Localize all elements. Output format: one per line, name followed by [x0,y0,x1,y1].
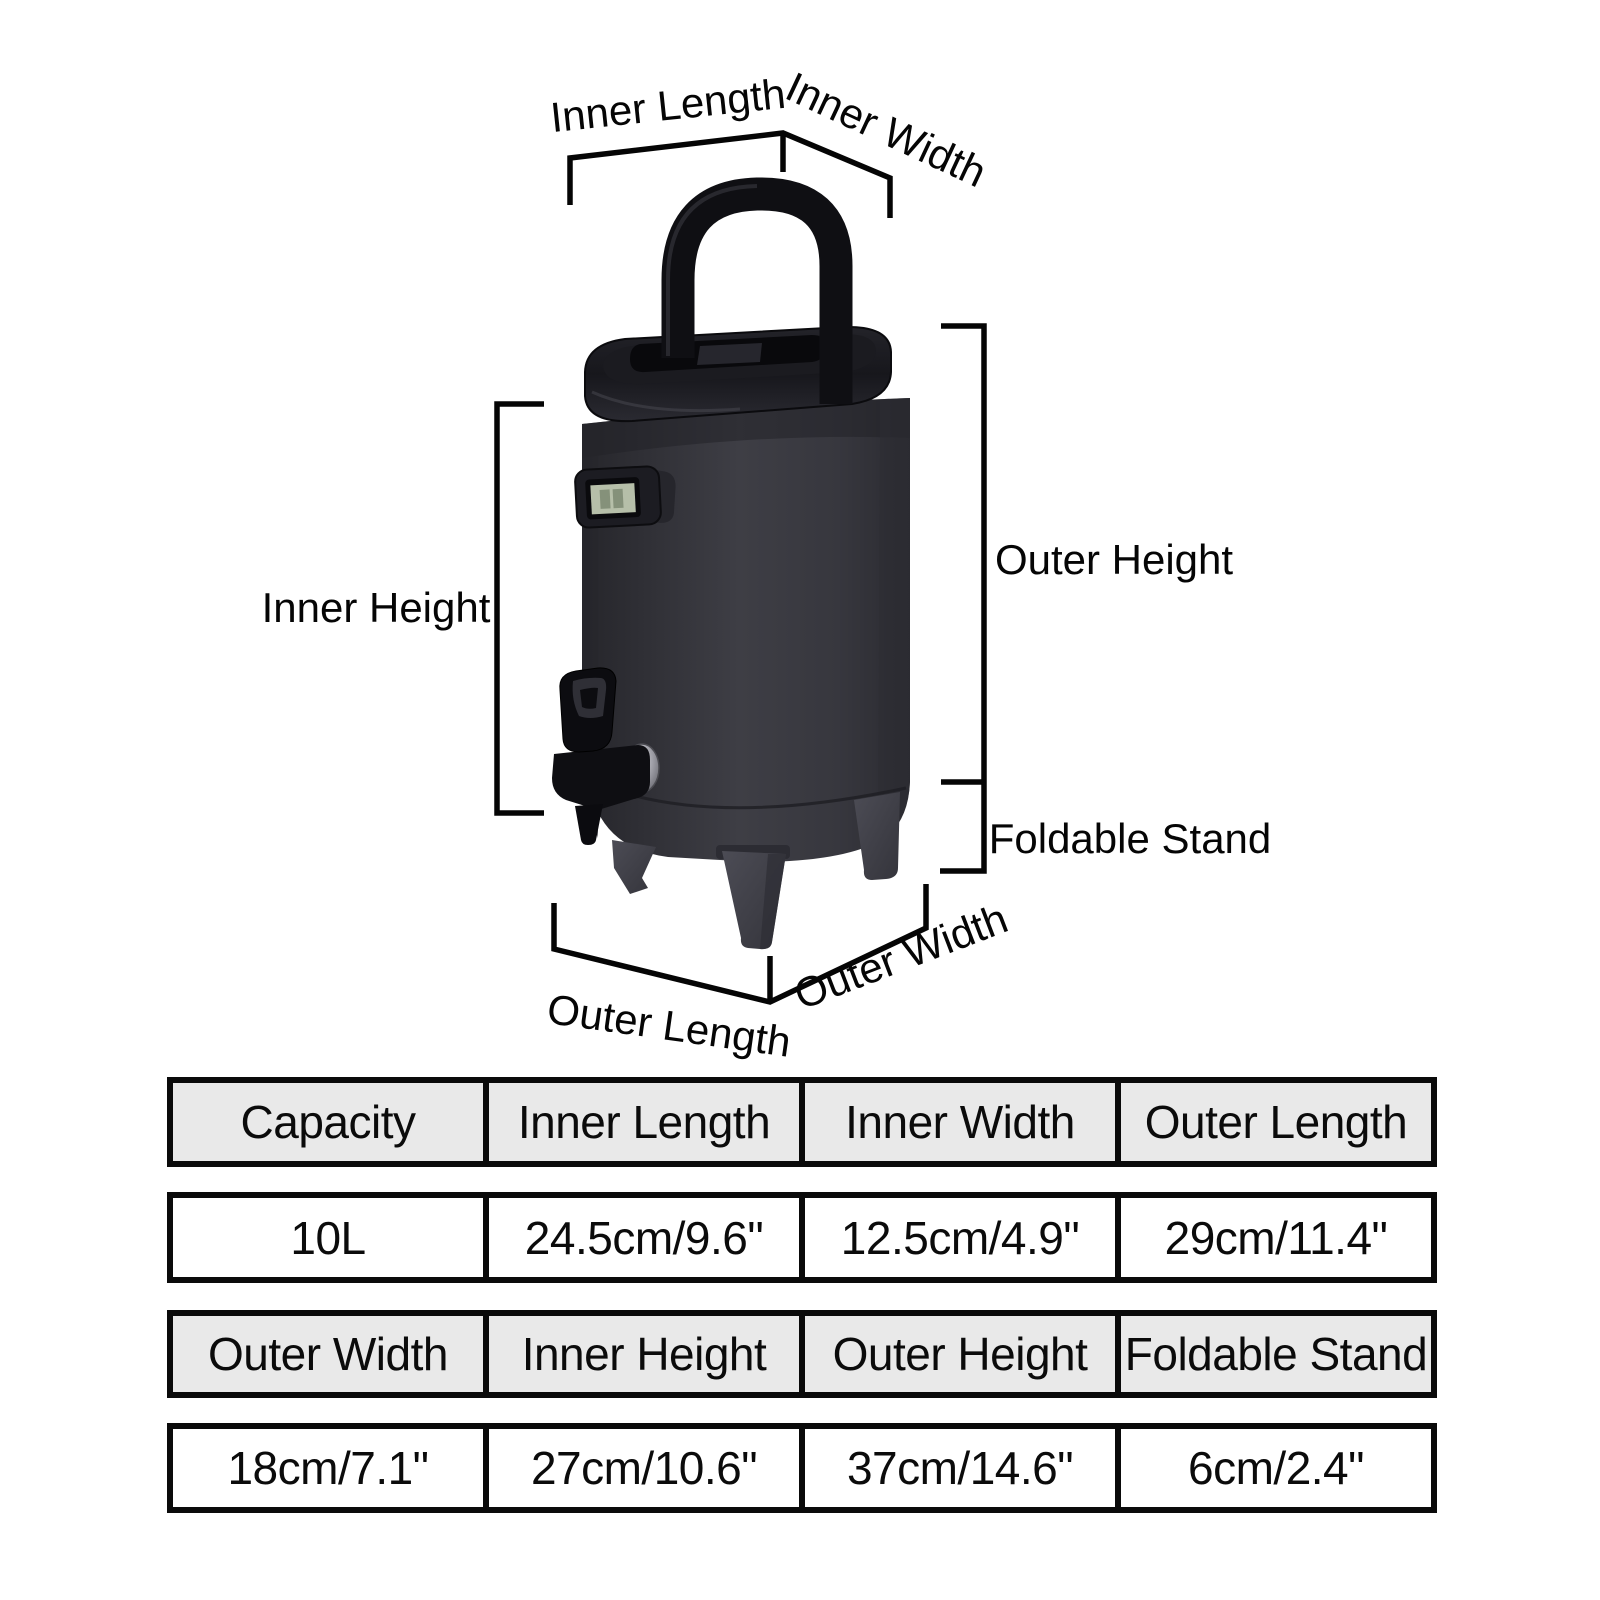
handle-arch-highlight [666,184,758,356]
table-cell: 12.5cm/4.9" [799,1198,1115,1277]
dim-left-bracket [494,401,544,816]
value-outer-length: 29cm/11.4" [1164,1211,1388,1264]
header-inner-height: Inner Height [521,1328,767,1380]
table-value-row: 18cm/7.1" 27cm/10.6" 37cm/14.6" 6cm/2.4" [167,1423,1437,1513]
lid-rim-highlight [591,390,741,413]
body-right-shade [878,398,910,842]
header-foldable-stand: Foldable Stand [1124,1328,1428,1380]
table-cell: 24.5cm/9.6" [483,1198,799,1277]
value-inner-length: 24.5cm/9.6" [524,1211,764,1264]
tap-spout [575,804,603,845]
table-header-row: Outer Width Inner Height Outer Height Fo… [167,1310,1437,1398]
value-inner-height: 27cm/10.6" [530,1442,758,1494]
lcd-digit [612,488,624,509]
thermometer [574,465,676,529]
leg-right [854,792,900,880]
value-outer-height: 37cm/14.6" [846,1442,1074,1494]
tap-handle-ridge [580,687,598,709]
value-capacity: 10L [290,1211,366,1264]
header-capacity: Capacity [240,1096,416,1148]
foldable-legs [612,792,900,950]
table-cell: Outer Height [799,1316,1115,1392]
tap-body [552,745,650,810]
header-outer-width: Outer Width [208,1328,448,1380]
leg-front-right-shade [760,854,786,950]
dimension-label-inner-height: Inner Height [261,583,491,631]
table-cell: Inner Width [799,1083,1115,1161]
value-foldable-stand: 6cm/2.4" [1188,1442,1364,1494]
table-cell: Foldable Stand [1115,1316,1431,1392]
table-cell: 27cm/10.6" [483,1429,799,1507]
table-cell: Outer Width [173,1316,483,1392]
header-outer-height: Outer Height [832,1328,1088,1380]
table-cell: 37cm/14.6" [799,1429,1115,1507]
dim-top-bracket [567,130,893,218]
lcd-digit [599,489,611,509]
header-outer-length: Outer Length [1144,1096,1408,1148]
dimension-lines [494,130,987,1005]
dimension-label-foldable-stand: Foldable Stand [988,814,1272,862]
table-cell: 18cm/7.1" [173,1429,483,1507]
table-cell: Inner Height [483,1316,799,1392]
table-header-row: Capacity Inner Length Inner Width Outer … [167,1077,1437,1167]
dim-bottom-bracket [551,884,929,1005]
lid-slot-bar [697,343,762,365]
table-cell: Capacity [173,1083,483,1161]
table-cell: Inner Length [483,1083,799,1161]
tap-spigot [552,667,660,845]
handle-arch [661,177,853,404]
leg-front-left [612,840,656,894]
dimension-label-outer-height: Outer Height [994,535,1234,583]
table-cell: 29cm/11.4" [1115,1198,1431,1277]
table-cell: 6cm/2.4" [1115,1429,1431,1507]
table-cell: Outer Length [1115,1083,1431,1161]
value-outer-width: 18cm/7.1" [227,1442,429,1494]
handle [661,177,853,404]
dim-right-bracket [940,323,987,874]
header-inner-length: Inner Length [517,1096,771,1148]
header-inner-width: Inner Width [845,1096,1075,1148]
table-cell: 10L [173,1198,483,1277]
table-value-row: 10L 24.5cm/9.6" 12.5cm/4.9" 29cm/11.4" [167,1192,1437,1283]
value-inner-width: 12.5cm/4.9" [840,1211,1080,1264]
body-top-shadow [582,398,910,458]
